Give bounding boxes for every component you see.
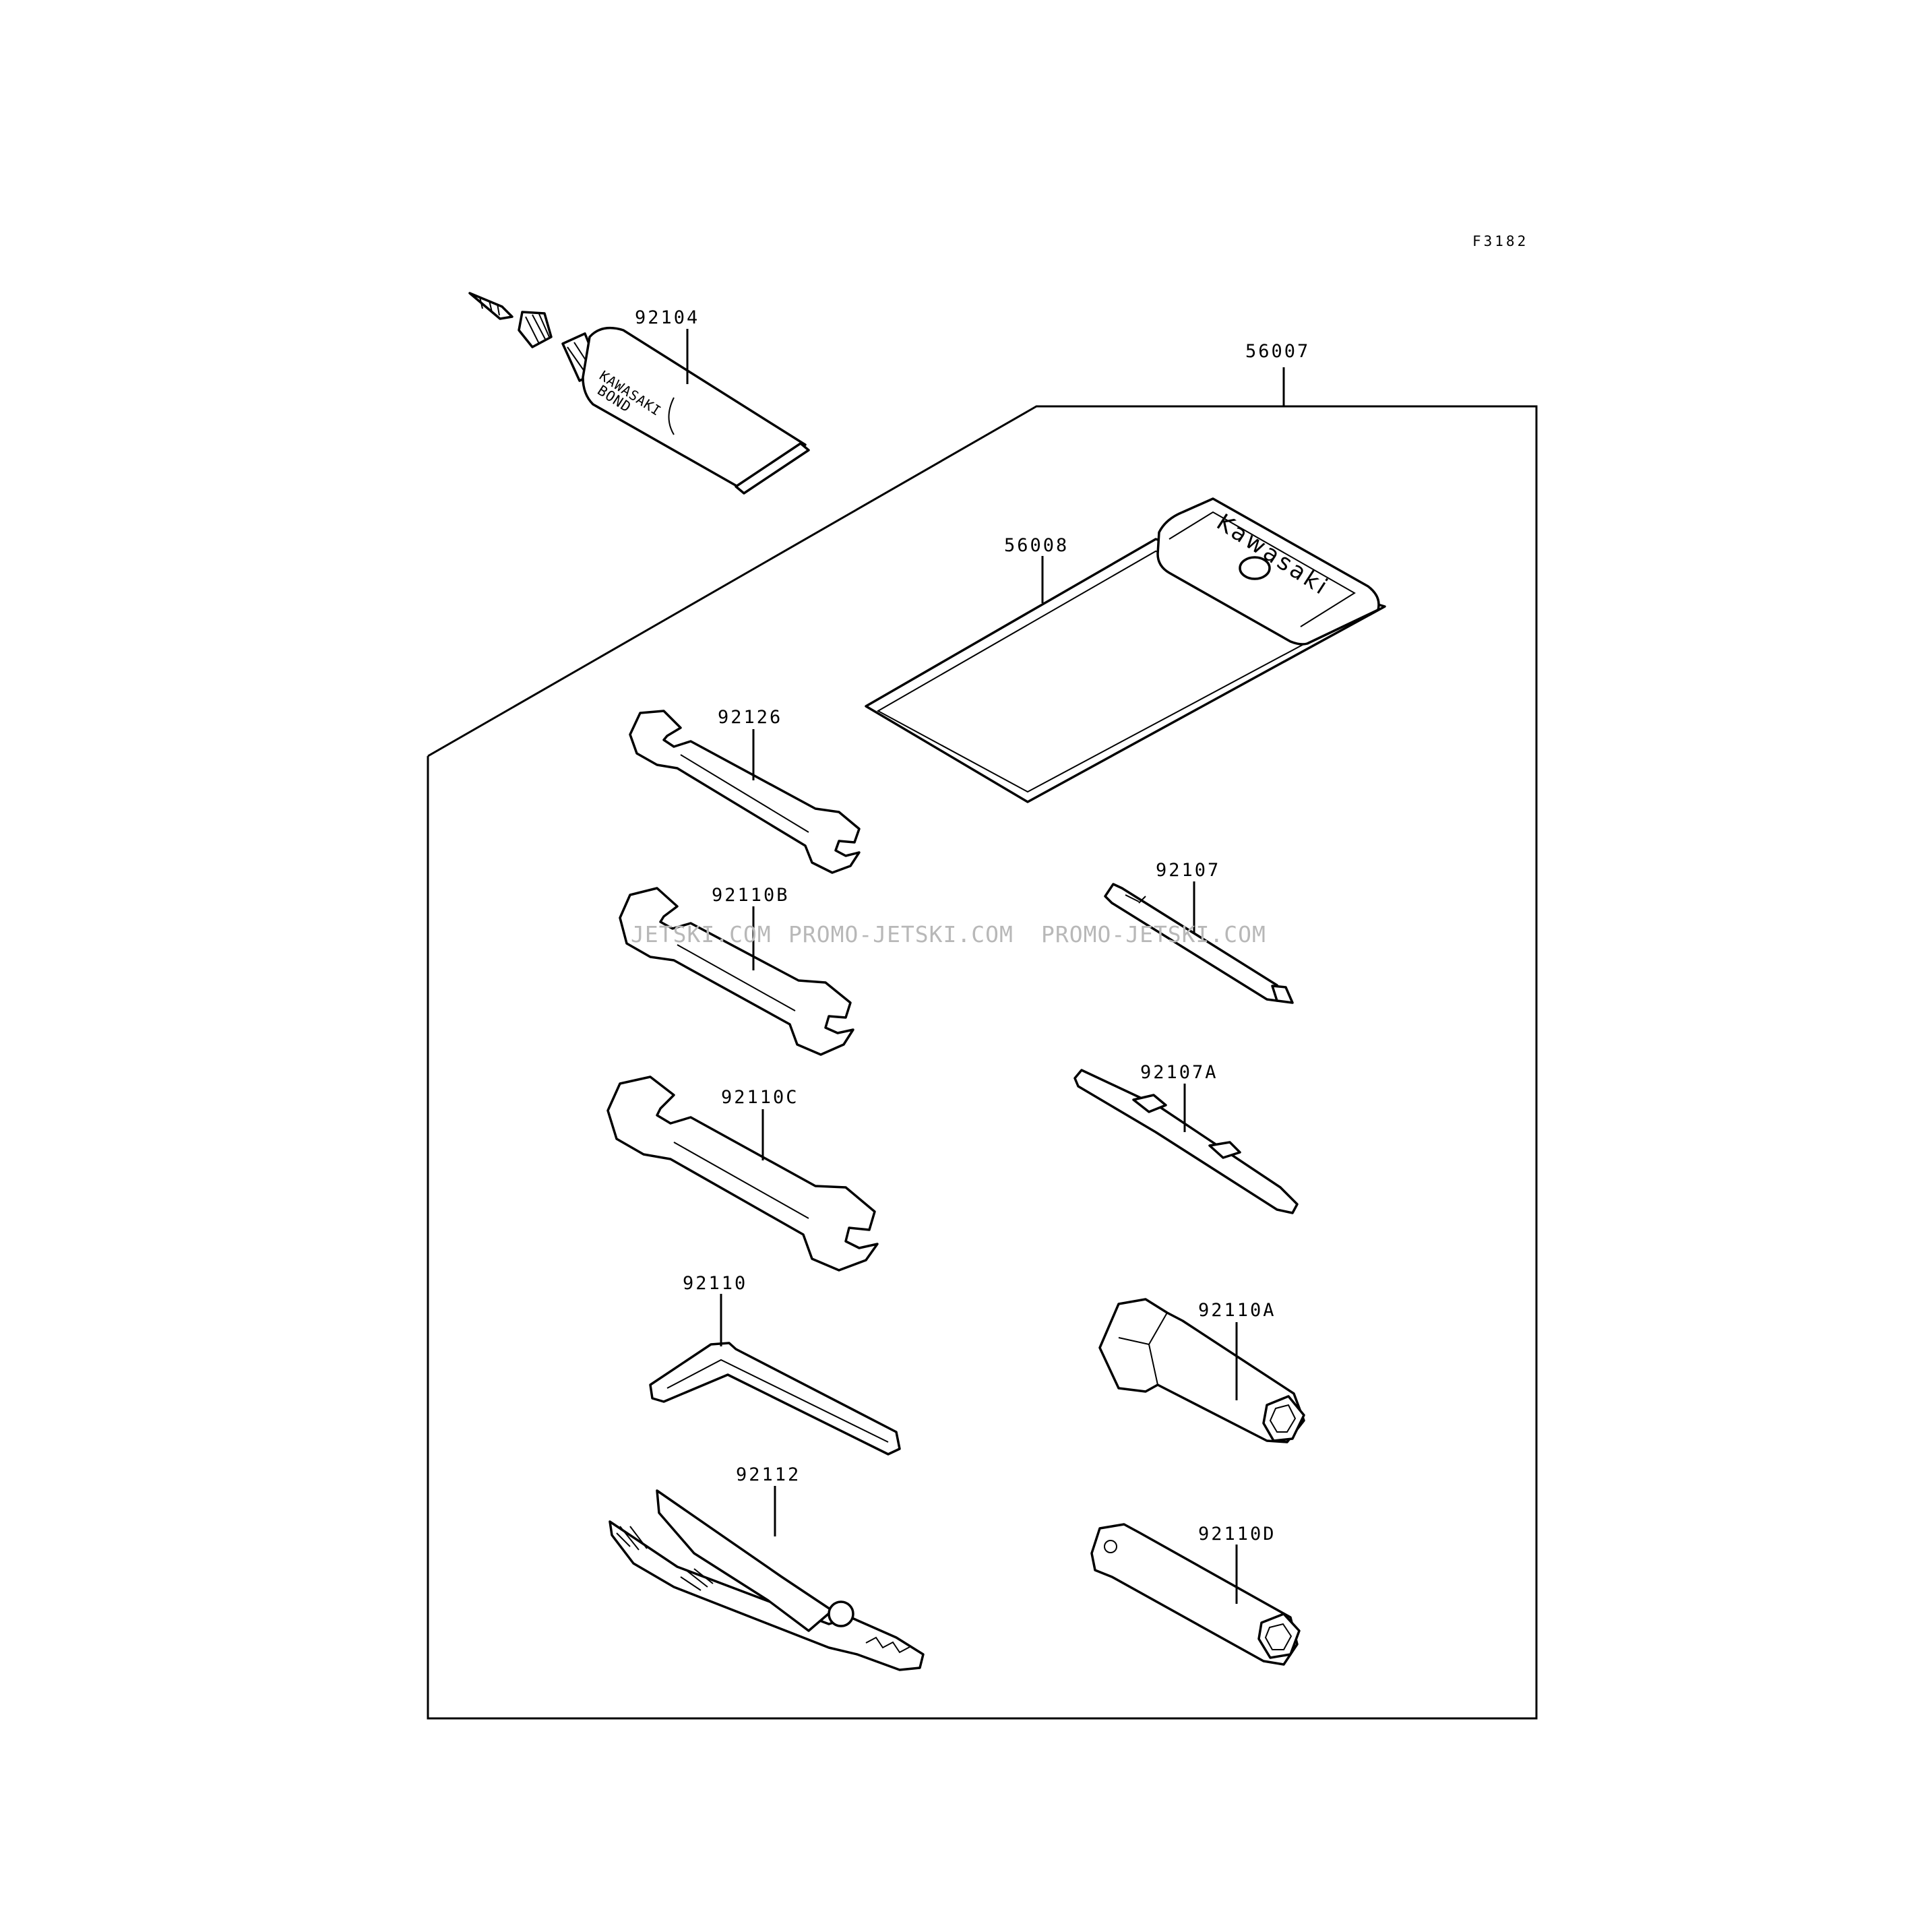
watermark-text: JETSKI.COM [631,921,772,947]
part-label-92110[interactable]: 92110 [683,1273,747,1294]
diagram-reference-code: F3182 [1472,233,1528,249]
pliers-illustration [609,1489,925,1671]
plug-wrench-illustration [1098,1298,1305,1443]
kit-outline [427,367,1538,1720]
part-label-56008[interactable]: 56008 [1004,535,1069,556]
part-label-92107[interactable]: 92107 [1156,860,1220,881]
wrench-medium-illustration [619,887,854,1056]
part-label-56007[interactable]: 56007 [1245,341,1310,362]
part-label-92107A[interactable]: 92107A [1140,1062,1218,1083]
bond-tube-illustration [468,292,810,495]
reversible-screwdriver-illustration [1073,1069,1299,1214]
part-label-92126[interactable]: 92126 [718,707,782,728]
watermark-text: PROMO-JETSKI.COM [1041,921,1266,947]
watermark-text: PROMO-JETSKI.COM [788,921,1014,947]
part-label-92104[interactable]: 92104 [635,307,699,328]
tool-pouch-illustration [865,497,1386,803]
phillips-screwdriver-illustration [1104,883,1294,1004]
wrench-small-illustration [629,710,861,874]
part-label-92110D[interactable]: 92110D [1198,1524,1276,1545]
box-wrench-illustration [1090,1523,1301,1666]
part-label-92110B[interactable]: 92110B [712,885,790,906]
part-label-92110C[interactable]: 92110C [721,1087,799,1108]
wrench-large-illustration [606,1076,879,1272]
hex-key-illustration [649,1342,901,1456]
part-label-92112[interactable]: 92112 [736,1464,801,1485]
part-label-92110A[interactable]: 92110A [1198,1300,1276,1321]
